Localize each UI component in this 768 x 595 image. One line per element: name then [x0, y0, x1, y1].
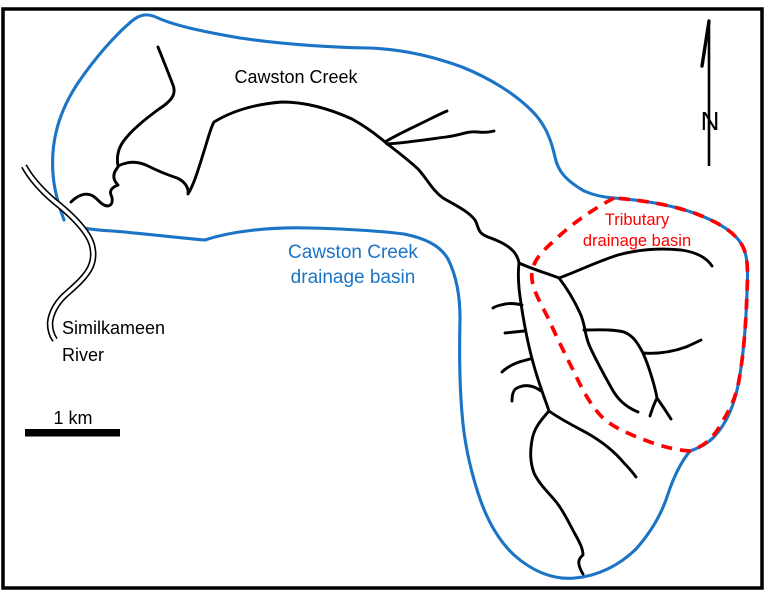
west-side-stubs	[491, 302, 543, 403]
label-tributary-line2: drainage basin	[583, 232, 691, 250]
creek-from-river-wiggle	[69, 165, 120, 208]
north-fork-branch	[383, 109, 449, 144]
label-scale: 1 km	[53, 408, 92, 428]
label-river-line1: Similkameen	[62, 318, 165, 338]
tributary-basin-boundary-line	[529, 196, 750, 453]
scale-bar	[25, 429, 120, 437]
east-fork-branch	[385, 129, 496, 146]
lower-stem-bottom	[529, 409, 585, 576]
label-basin-line2: drainage basin	[291, 267, 416, 288]
tributary-lower-branch	[641, 351, 673, 421]
map-border	[1, 7, 764, 590]
similkameen-river	[21, 164, 97, 342]
north-arrow-barb	[700, 19, 711, 68]
tributary-mid-branch	[582, 328, 703, 355]
tributary-ne-branch	[517, 247, 714, 280]
label-river-line2: River	[62, 345, 104, 365]
label-tributary-line1: Tributary	[605, 211, 670, 229]
lower-stem-upper	[516, 261, 551, 413]
label-basin-line1: Cawston Creek	[288, 242, 418, 263]
stream-network	[69, 45, 714, 576]
cawston-creek-main-stem	[116, 100, 521, 265]
southeast-branch	[547, 409, 638, 479]
label-cawston-creek: Cawston Creek	[234, 67, 358, 87]
river-inner-white	[22, 165, 95, 341]
north-arrow	[700, 19, 711, 166]
basin-boundary-line	[51, 13, 750, 580]
label-north: N	[701, 106, 720, 136]
tributary-stem	[557, 276, 640, 414]
river-outline	[21, 164, 97, 342]
upper-tributary-squiggle	[115, 45, 176, 168]
